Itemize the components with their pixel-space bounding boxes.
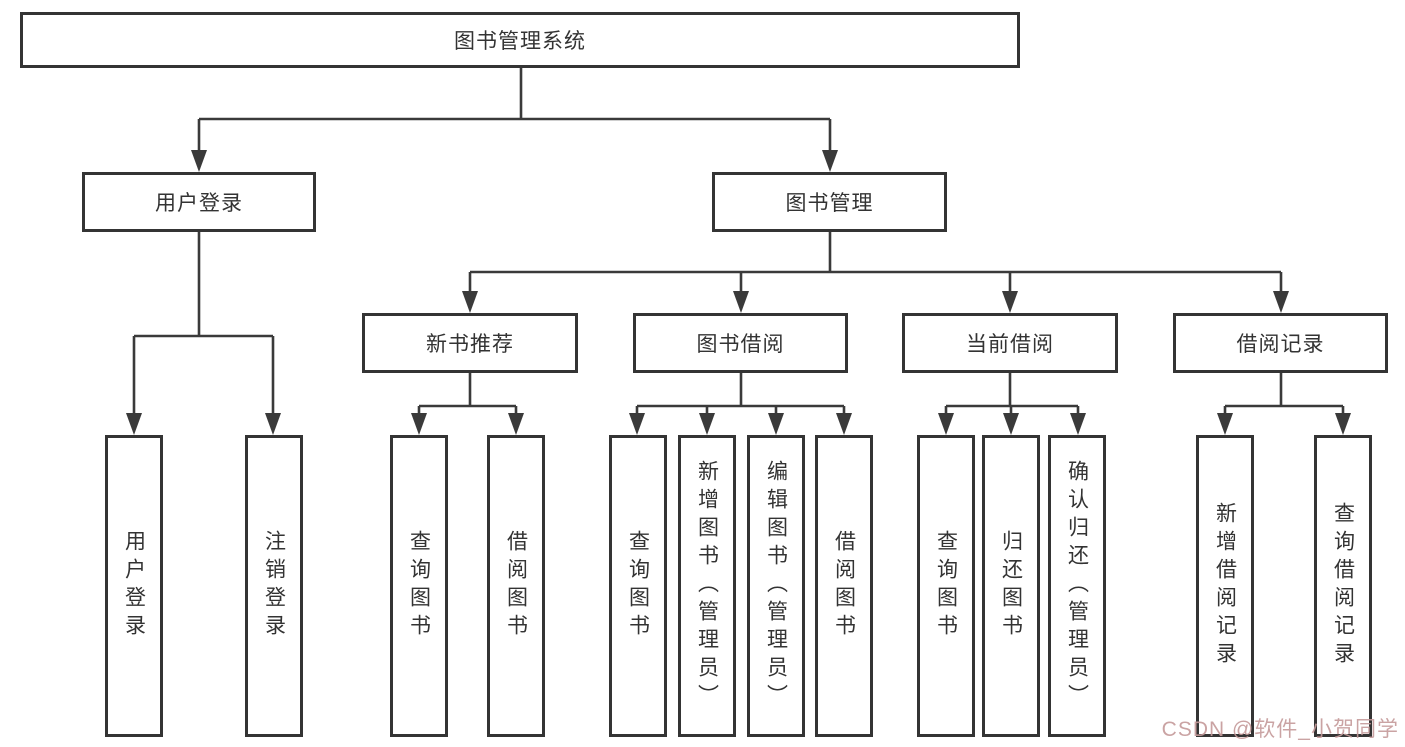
node-label: 图书管理系统 (454, 30, 586, 53)
leaf-logout: 注销登录 (245, 435, 303, 737)
leaf-label: 注销登录 (262, 530, 286, 642)
node-book-borrowing: 图书借阅 (633, 313, 848, 373)
node-label: 用户登录 (155, 192, 243, 215)
node-new-book-recommend: 新书推荐 (362, 313, 578, 373)
leaf-label: 确认归还（管理员） (1065, 460, 1089, 712)
leaf-query-book-borrowing: 查询图书 (609, 435, 667, 737)
leaf-query-borrow-record: 查询借阅记录 (1314, 435, 1372, 737)
leaf-confirm-return-admin: 确认归还（管理员） (1048, 435, 1106, 737)
leaf-edit-book-admin: 编辑图书（管理员） (747, 435, 805, 737)
node-current-borrowing: 当前借阅 (902, 313, 1118, 373)
leaf-label: 编辑图书（管理员） (764, 460, 788, 712)
leaf-label: 查询图书 (934, 530, 958, 642)
leaf-label: 查询图书 (407, 530, 431, 642)
leaf-add-borrow-record: 新增借阅记录 (1196, 435, 1254, 737)
leaf-query-book-current: 查询图书 (917, 435, 975, 737)
node-label: 当前借阅 (966, 333, 1054, 356)
leaf-query-book-recommend: 查询图书 (390, 435, 448, 737)
csdn-watermark: CSDN @软件_小贺同学 (1161, 718, 1399, 741)
node-label: 新书推荐 (426, 333, 514, 356)
node-borrowing-records: 借阅记录 (1173, 313, 1388, 373)
node-label: 借阅记录 (1236, 333, 1325, 356)
node-user-login: 用户登录 (82, 172, 316, 232)
leaf-label: 查询图书 (626, 530, 650, 642)
leaf-label: 查询借阅记录 (1331, 502, 1355, 670)
leaf-borrow-book-recommend: 借阅图书 (487, 435, 545, 737)
leaf-label: 新增图书（管理员） (695, 460, 719, 712)
leaf-label: 借阅图书 (504, 530, 528, 642)
node-library-management-system: 图书管理系统 (20, 12, 1020, 68)
leaf-label: 用户登录 (122, 530, 146, 642)
leaf-label: 新增借阅记录 (1213, 502, 1237, 670)
leaf-borrow-book-borrowing: 借阅图书 (815, 435, 873, 737)
leaf-label: 归还图书 (999, 530, 1023, 642)
leaf-user-login: 用户登录 (105, 435, 163, 737)
leaf-return-book: 归还图书 (982, 435, 1040, 737)
arrowhead-icons (126, 150, 1351, 435)
node-label: 图书借阅 (696, 333, 785, 356)
node-book-management: 图书管理 (712, 172, 947, 232)
leaf-label: 借阅图书 (832, 530, 856, 642)
node-label: 图书管理 (785, 192, 874, 215)
leaf-add-book-admin: 新增图书（管理员） (678, 435, 736, 737)
